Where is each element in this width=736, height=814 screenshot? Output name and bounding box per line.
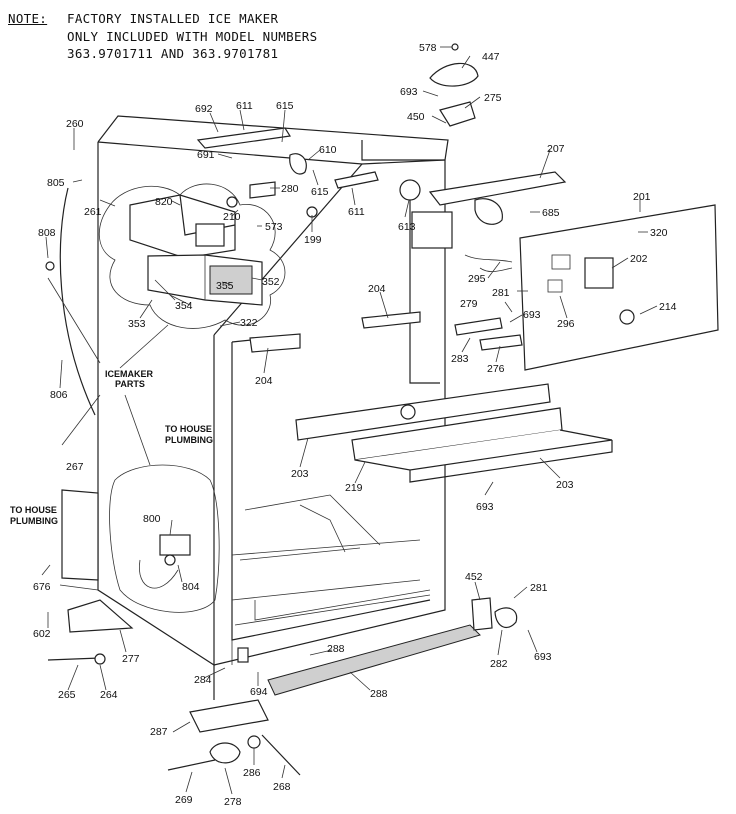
callout: 261 — [84, 206, 102, 218]
callout: 450 — [407, 111, 425, 123]
side-panel-267 — [61, 489, 99, 581]
roller-parts — [47, 597, 518, 776]
callout: 278 — [224, 796, 242, 808]
callout: 613 — [398, 221, 416, 233]
arrow-icemaker-3 — [124, 394, 151, 466]
caption-house-a-2: PLUMBING — [165, 435, 213, 445]
callout: 578 — [419, 42, 437, 54]
callout: 265 — [58, 689, 76, 701]
callout: 685 — [542, 207, 560, 219]
callout: 268 — [273, 781, 291, 793]
callout: 452 — [465, 571, 483, 583]
callout: 354 — [175, 300, 193, 312]
callout: 804 — [182, 581, 200, 593]
callout: 615 — [276, 100, 294, 112]
callout: 694 — [250, 686, 268, 698]
callout: 676 — [33, 581, 51, 593]
callout: 282 — [490, 658, 508, 670]
callout: 280 — [281, 183, 299, 195]
callout: 447 — [482, 51, 500, 63]
callout: 214 — [659, 301, 677, 313]
caption-house-a-1: TO HOUSE — [165, 424, 212, 434]
callout: 692 — [195, 103, 213, 115]
callout: 693 — [476, 501, 494, 513]
callout: 287 — [150, 726, 168, 738]
callout: 353 — [128, 318, 146, 330]
note-prefix: NOTE: — [8, 11, 48, 26]
callout: 219 — [345, 482, 363, 494]
callout: 207 — [547, 143, 565, 155]
callout: 286 — [243, 767, 261, 779]
callout: 284 — [194, 674, 212, 686]
arrow-icemaker-2 — [119, 324, 169, 369]
callout: 355 — [216, 280, 234, 292]
supply-line-806 — [59, 187, 96, 416]
callout: 281 — [492, 287, 510, 299]
callout-labels: 578 447 693 275 450 692 611 615 691 610 … — [33, 42, 677, 808]
callout: 615 — [311, 186, 329, 198]
hinge-cap-447 — [429, 43, 479, 127]
callout: 693 — [400, 86, 418, 98]
callout: 611 — [236, 100, 253, 112]
callout: 260 — [66, 118, 84, 130]
arrow-icemaker-4 — [61, 394, 101, 446]
caption-house-b-1: TO HOUSE — [10, 505, 57, 515]
callout: 210 — [223, 211, 241, 223]
callout: 199 — [304, 234, 322, 246]
callout: 276 — [487, 363, 505, 375]
top-hinge-parts — [196, 127, 421, 218]
shelf-rails — [249, 311, 613, 483]
callout: 691 — [197, 149, 215, 161]
note-line-2: ONLY INCLUDED WITH MODEL NUMBERS — [67, 29, 318, 44]
callout: 283 — [451, 353, 469, 365]
callout: 295 — [468, 273, 486, 285]
control-area — [411, 171, 719, 371]
callout: 288 — [370, 688, 388, 700]
callout: 610 — [319, 144, 337, 156]
callout: 322 — [240, 317, 258, 329]
callout: 288 — [327, 643, 345, 655]
callout: 602 — [33, 628, 51, 640]
callout: 204 — [255, 375, 273, 387]
caption-icemaker-1: ICEMAKER — [105, 369, 154, 379]
callout: 264 — [100, 689, 118, 701]
callout: 203 — [556, 479, 574, 491]
water-valve-800 — [138, 534, 191, 589]
callout: 806 — [50, 389, 68, 401]
callout: 269 — [175, 794, 193, 806]
callout: 693 — [523, 309, 541, 321]
callout: 800 — [143, 513, 161, 525]
callout: 296 — [557, 318, 575, 330]
icemaker-assembly — [129, 194, 263, 306]
callout: 573 — [265, 221, 283, 233]
caption-icemaker-2: PARTS — [115, 379, 145, 389]
water-valve-cloud — [109, 464, 220, 613]
callout: 352 — [262, 276, 280, 288]
callout: 611 — [348, 206, 365, 218]
callout: 281 — [530, 582, 548, 594]
caption-house-b-2: PLUMBING — [10, 516, 58, 526]
callout: 202 — [630, 253, 648, 265]
callout: 267 — [66, 461, 84, 473]
callout: 808 — [38, 227, 56, 239]
fitting-808 — [45, 261, 55, 271]
callout: 820 — [155, 196, 173, 208]
icemaker-cloud — [98, 183, 286, 329]
callout: 277 — [122, 653, 140, 665]
note-line-1: FACTORY INSTALLED ICE MAKER — [67, 11, 279, 26]
callout: 203 — [291, 468, 309, 480]
callout: 805 — [47, 177, 65, 189]
note-line-3: 363.9701711 AND 363.9701781 — [67, 46, 279, 61]
arrow-icemaker-1 — [47, 277, 101, 364]
callout: 693 — [534, 651, 552, 663]
callout: 204 — [368, 283, 386, 295]
bottom-grille-288 — [267, 624, 481, 696]
callout: 275 — [484, 92, 502, 104]
callout: 201 — [633, 191, 651, 203]
callout: 279 — [460, 298, 478, 310]
callout: 320 — [650, 227, 668, 239]
leader-lines — [41, 46, 658, 795]
